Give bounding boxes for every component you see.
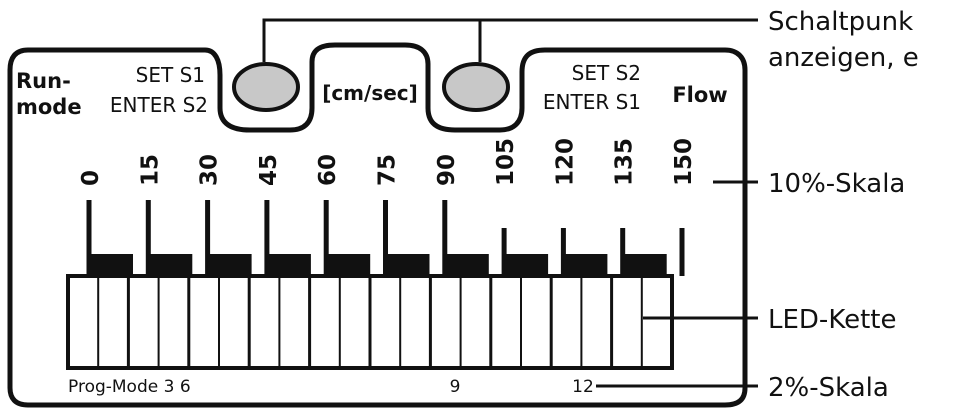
scale-2pct-12: 12 [572, 377, 594, 397]
led-chain-callout-text: LED-Kette [768, 305, 896, 335]
led-step-block [444, 254, 489, 276]
prog-mode-label: Prog-Mode 3 6 [68, 377, 191, 397]
scale-label-0: 0 [78, 170, 104, 186]
led-step-block [266, 254, 311, 276]
set-s1-button[interactable] [232, 62, 300, 112]
scale-ticks [86, 200, 685, 276]
right-keys-label-1: SET S2 [572, 61, 641, 85]
scale-label-30: 30 [197, 154, 223, 186]
run-mode-label-1: Run- [16, 69, 71, 93]
led-step-block [326, 254, 371, 276]
led-chain-dividers [97, 276, 643, 368]
run-mode-label-2: mode [16, 95, 82, 119]
scale-10pct-labels: 0 15 30 45 60 75 90 105 120 135 150 [78, 138, 697, 186]
right-keys-label-2: ENTER S1 [543, 90, 641, 114]
flow-label: Flow [672, 83, 727, 107]
unit-label: [cm/sec] [322, 81, 418, 105]
led-step-block [89, 254, 133, 276]
scale-2pct-9: 9 [450, 377, 461, 397]
scale-label-15: 15 [137, 154, 163, 186]
led-step-block [148, 254, 193, 276]
led-step-block [504, 254, 549, 276]
led-step-block [622, 254, 667, 276]
set-s2-button[interactable] [442, 62, 510, 112]
switchpoint-callout-line [262, 18, 482, 62]
scale-label-60: 60 [315, 154, 341, 186]
scale-label-105: 105 [493, 138, 519, 186]
scale10-callout-text: 10%-Skala [768, 169, 905, 199]
led-step-block [207, 254, 252, 276]
scale-label-90: 90 [434, 154, 460, 186]
scale-label-120: 120 [552, 138, 578, 186]
switchpoint-callout-text-1: Schaltpunk [768, 7, 913, 37]
scale-label-135: 135 [612, 138, 638, 186]
switchpoint-callout-text-2: anzeigen, e [768, 43, 919, 73]
scale2-callout-text: 2%-Skala [768, 373, 889, 403]
led-step-block [563, 254, 608, 276]
led-step-block [385, 254, 430, 276]
scale-label-150: 150 [671, 138, 697, 186]
scale-label-75: 75 [375, 154, 401, 186]
left-keys-label-1: SET S1 [136, 63, 205, 87]
left-keys-label-2: ENTER S2 [110, 93, 208, 117]
scale-label-45: 45 [256, 154, 282, 186]
